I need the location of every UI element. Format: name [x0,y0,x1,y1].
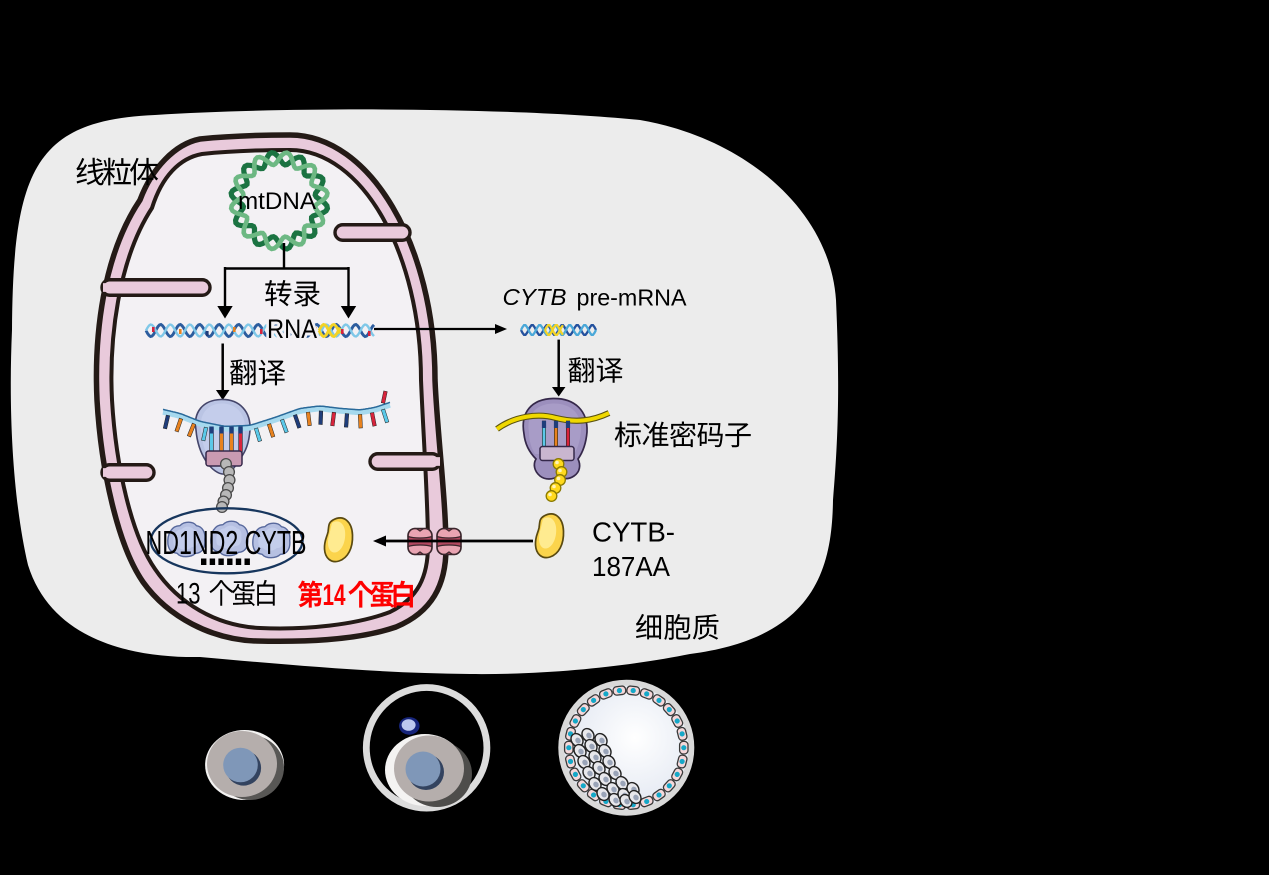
svg-text:RNA: RNA [267,314,317,344]
svg-text:187AA: 187AA [592,551,670,582]
svg-text:14: 14 [323,579,346,612]
svg-text:13: 13 [176,578,201,611]
svg-text:pre-mRNA: pre-mRNA [577,285,687,311]
svg-text:CYTB-: CYTB- [592,517,675,548]
svg-text:mtDNA: mtDNA [238,188,316,215]
svg-text:CYTB: CYTB [503,284,567,310]
svg-text:ND1ND2 CYTB: ND1ND2 CYTB [146,524,307,561]
